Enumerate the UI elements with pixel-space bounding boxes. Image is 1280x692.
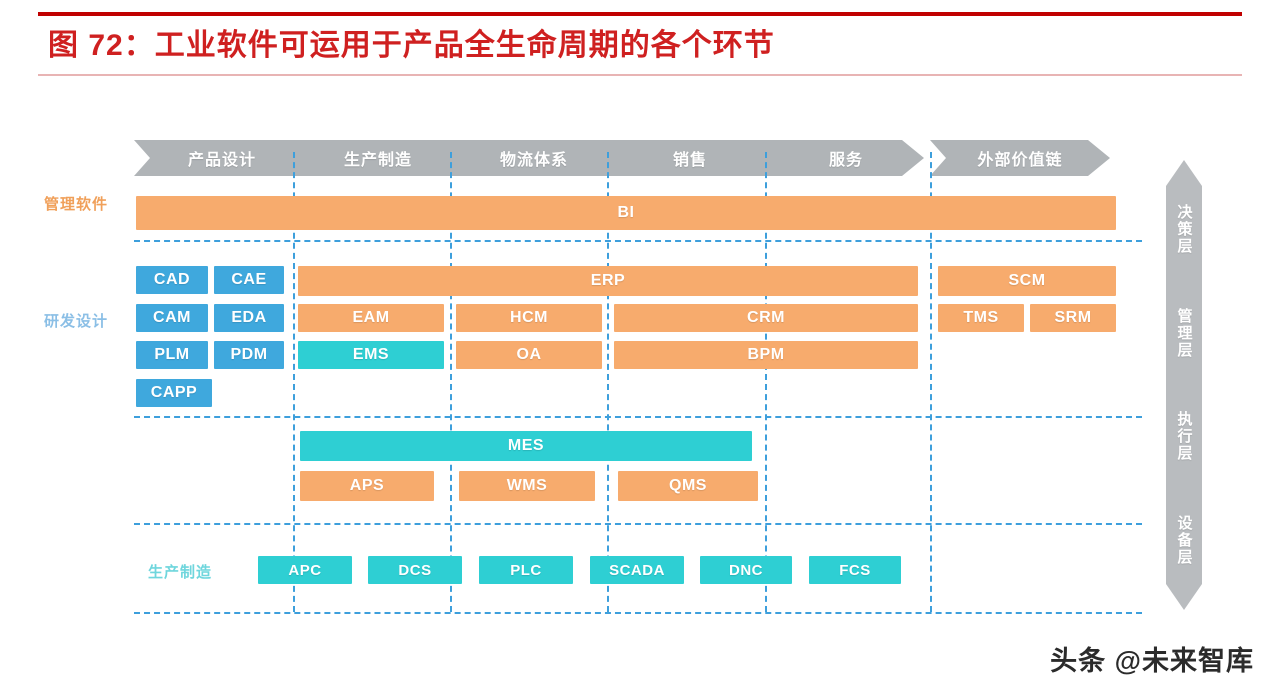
box-cam[interactable]: CAM: [136, 304, 208, 332]
row-label-management-software: 管理软件: [44, 196, 109, 213]
box-plm[interactable]: PLM: [136, 341, 208, 369]
box-erp[interactable]: ERP: [298, 266, 918, 296]
column-divider-5: [930, 152, 932, 612]
box-srm[interactable]: SRM: [1030, 304, 1116, 332]
box-qms[interactable]: QMS: [618, 471, 758, 501]
box-dnc[interactable]: DNC: [700, 556, 792, 584]
box-cad[interactable]: CAD: [136, 266, 208, 294]
box-eda[interactable]: EDA: [214, 304, 284, 332]
layer-equipment: 设备层: [1175, 514, 1193, 566]
box-mes[interactable]: MES: [300, 431, 752, 461]
stage-service: 服务: [828, 152, 863, 169]
box-dcs[interactable]: DCS: [368, 556, 462, 584]
stage-logistics: 物流体系: [499, 152, 568, 169]
layer-decision: 决策层: [1175, 204, 1193, 256]
page-title: 图 72：工业软件可运用于产品全生命周期的各个环节: [48, 29, 775, 62]
box-scada[interactable]: SCADA: [590, 556, 684, 584]
box-plc[interactable]: PLC: [479, 556, 573, 584]
box-wms[interactable]: WMS: [459, 471, 595, 501]
layer-management: 管理层: [1175, 307, 1193, 359]
stage-production: 生产制造: [343, 152, 412, 169]
box-tms[interactable]: TMS: [938, 304, 1024, 332]
watermark: 头条 @未来智库: [1050, 646, 1254, 676]
column-divider-4: [765, 152, 767, 612]
box-bi[interactable]: BI: [136, 196, 1116, 230]
box-scm[interactable]: SCM: [938, 266, 1116, 296]
row-divider-1: [134, 240, 1142, 242]
box-aps[interactable]: APS: [300, 471, 434, 501]
column-divider-1: [293, 152, 295, 612]
row-label-rd-design: 研发设计: [44, 313, 109, 330]
box-bpm[interactable]: BPM: [614, 341, 918, 369]
stage-ribbon-main: 产品设计 生产制造 物流体系 销售 服务: [134, 140, 924, 176]
row-divider-2: [134, 416, 1142, 418]
box-apc[interactable]: APC: [258, 556, 352, 584]
header-bottom-rule: [38, 74, 1242, 76]
column-divider-2: [450, 152, 452, 612]
stage-external-value-chain: 外部价值链: [977, 152, 1063, 169]
column-divider-3: [607, 152, 609, 612]
box-crm[interactable]: CRM: [614, 304, 918, 332]
stage-product-design: 产品设计: [187, 152, 256, 169]
row-label-manufacturing: 生产制造: [148, 564, 213, 581]
row-divider-3: [134, 523, 1142, 525]
box-cae[interactable]: CAE: [214, 266, 284, 294]
stage-ribbon-external: 外部价值链: [930, 140, 1110, 176]
box-eam[interactable]: EAM: [298, 304, 444, 332]
box-capp[interactable]: CAPP: [136, 379, 212, 407]
box-pdm[interactable]: PDM: [214, 341, 284, 369]
layer-arrow: 决策层 管理层 执行层 设备层: [1166, 160, 1202, 610]
box-ems[interactable]: EMS: [298, 341, 444, 369]
stage-sales: 销售: [672, 152, 707, 169]
box-hcm[interactable]: HCM: [456, 304, 602, 332]
header-top-rule: [38, 12, 1242, 16]
layer-execution: 执行层: [1175, 411, 1193, 463]
box-oa[interactable]: OA: [456, 341, 602, 369]
box-fcs[interactable]: FCS: [809, 556, 901, 584]
row-divider-4: [134, 612, 1142, 614]
